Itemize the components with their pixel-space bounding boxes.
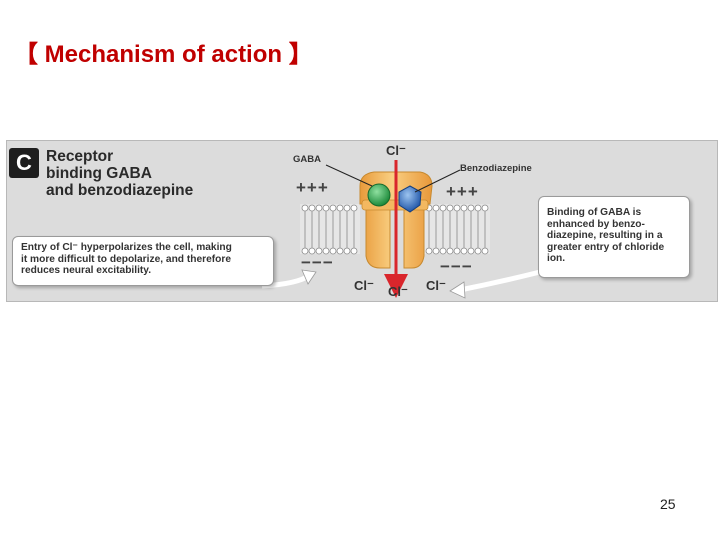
- panel-heading-line: and benzodiazepine: [46, 182, 194, 199]
- negative-charge-right: −−−: [440, 257, 473, 276]
- callout-line: enhanced by benzo-: [547, 218, 645, 230]
- hyperpolarization-callout: Entry of Cl⁻ hyperpolarizes the cell, ma…: [12, 236, 274, 286]
- binding-enhancement-callout: Binding of GABA is enhanced by benzo- di…: [538, 196, 690, 278]
- gaba-pointer: [325, 164, 373, 187]
- gaba-molecule: [367, 183, 391, 207]
- chloride-ion-bottom-left: Cl⁻: [354, 278, 374, 293]
- panel-heading-line: Receptor: [46, 148, 114, 165]
- callout-line: Entry of Cl⁻ hyperpolarizes the cell, ma…: [21, 242, 232, 253]
- benzodiazepine-pointer: [414, 169, 461, 193]
- chloride-ion-top: Cl⁻: [386, 143, 406, 158]
- chloride-ion-bottom-right: Cl⁻: [426, 278, 446, 293]
- right-callout-arrow: [459, 269, 541, 293]
- callout-line: it more difficult to depolarize, and the…: [21, 253, 231, 265]
- title-open-bracket: 【: [14, 41, 38, 68]
- callout-line: Binding of GABA is: [547, 207, 642, 218]
- membrane-left: [300, 204, 360, 255]
- positive-charge-right: +++: [446, 182, 479, 201]
- callout-line: diazepine, resulting in a: [547, 230, 663, 241]
- page-number: 25: [660, 496, 676, 512]
- callout-line: ion.: [547, 253, 566, 264]
- callout-line: reduces neural excitability.: [21, 265, 152, 276]
- benzodiazepine-molecule: [398, 185, 422, 213]
- membrane-right: [424, 204, 490, 255]
- right-callout-arrow-head: [449, 281, 466, 299]
- panel-heading: Receptor binding GABA and benzodiazepine: [46, 148, 193, 199]
- benzodiazepine-label: Benzodiazepine: [460, 163, 532, 174]
- panel-letter-badge: C: [9, 148, 39, 178]
- panel-heading-line: binding GABA: [46, 165, 152, 182]
- positive-charge-left: +++: [296, 178, 329, 197]
- gaba-label: GABA: [293, 154, 321, 165]
- negative-charge-left: −−−: [301, 253, 334, 272]
- title-text: Mechanism of action: [44, 41, 283, 68]
- chloride-ion-bottom-center: Cl⁻: [388, 284, 408, 299]
- slide-title: 【 Mechanism of action 】: [14, 34, 313, 69]
- title-close-bracket: 】: [288, 41, 313, 68]
- callout-line: greater entry of chloride: [547, 241, 665, 253]
- left-callout-arrow-head: [301, 269, 317, 285]
